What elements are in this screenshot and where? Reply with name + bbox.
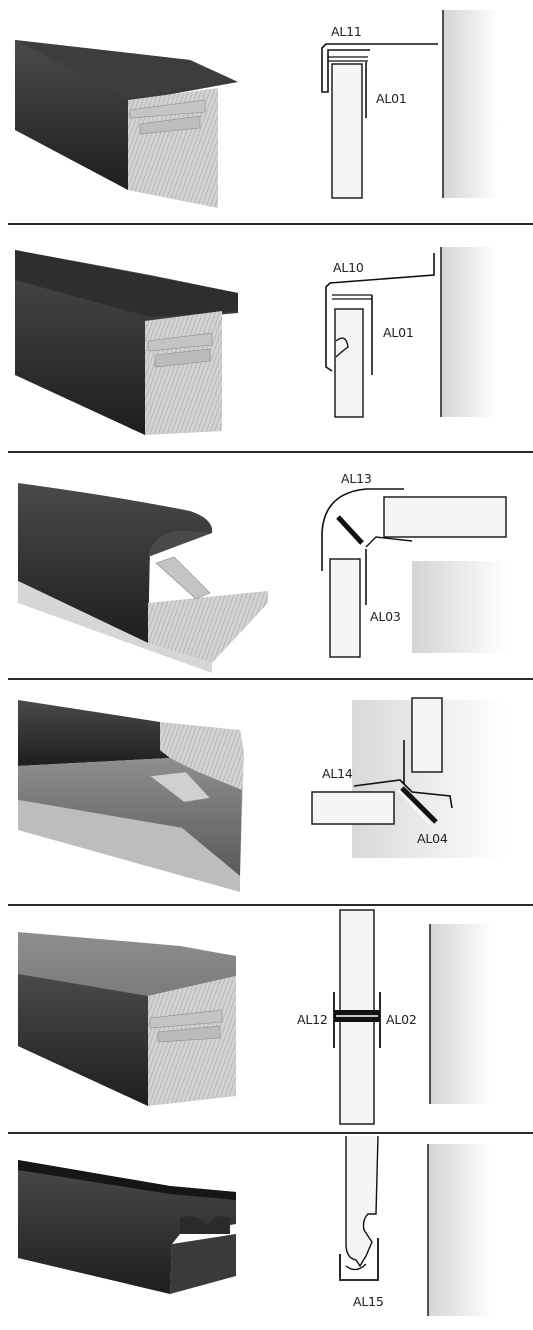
profile-render-5 [18,932,236,1106]
separator-3 [8,678,533,680]
separator-4 [8,904,533,906]
section-diagram-5: AL12 AL02 [297,909,492,1125]
section-diagram-2: AL10 AL01 [325,247,496,418]
profile-render-4 [18,700,244,892]
label-al01-b: AL01 [383,325,414,340]
separator-1 [8,223,533,225]
label-al11: AL11 [331,24,362,39]
section-diagram-1: AL11 AL01 [321,10,498,199]
label-al10: AL10 [333,260,364,275]
profile-row-3: AL13 AL03 [0,453,533,678]
label-al04: AL04 [417,831,448,846]
label-al15: AL15 [353,1294,384,1309]
label-al02: AL02 [386,1012,417,1027]
label-al13: AL13 [341,471,372,486]
label-al03: AL03 [370,609,401,624]
section-diagram-3: AL13 AL03 [321,471,508,658]
profile-row-5: AL12 AL02 [0,906,533,1132]
separator-5 [8,1132,533,1134]
section-diagram-6: AL15 [339,1135,492,1316]
profile-row-6: AL15 [0,1134,533,1330]
label-al14: AL14 [322,766,353,781]
label-al01: AL01 [376,91,407,106]
profile-render-3 [18,483,268,673]
label-al12: AL12 [297,1012,328,1027]
profile-row-1: AL11 AL01 [0,0,533,224]
profile-render-2 [15,250,238,435]
section-diagram-4: AL14 AL04 [311,697,508,858]
separator-2 [8,451,533,453]
profile-row-4: AL14 AL04 [0,680,533,904]
profile-render-1 [15,40,238,208]
profile-render-6 [18,1160,236,1294]
profile-row-2: AL10 AL01 [0,225,533,451]
